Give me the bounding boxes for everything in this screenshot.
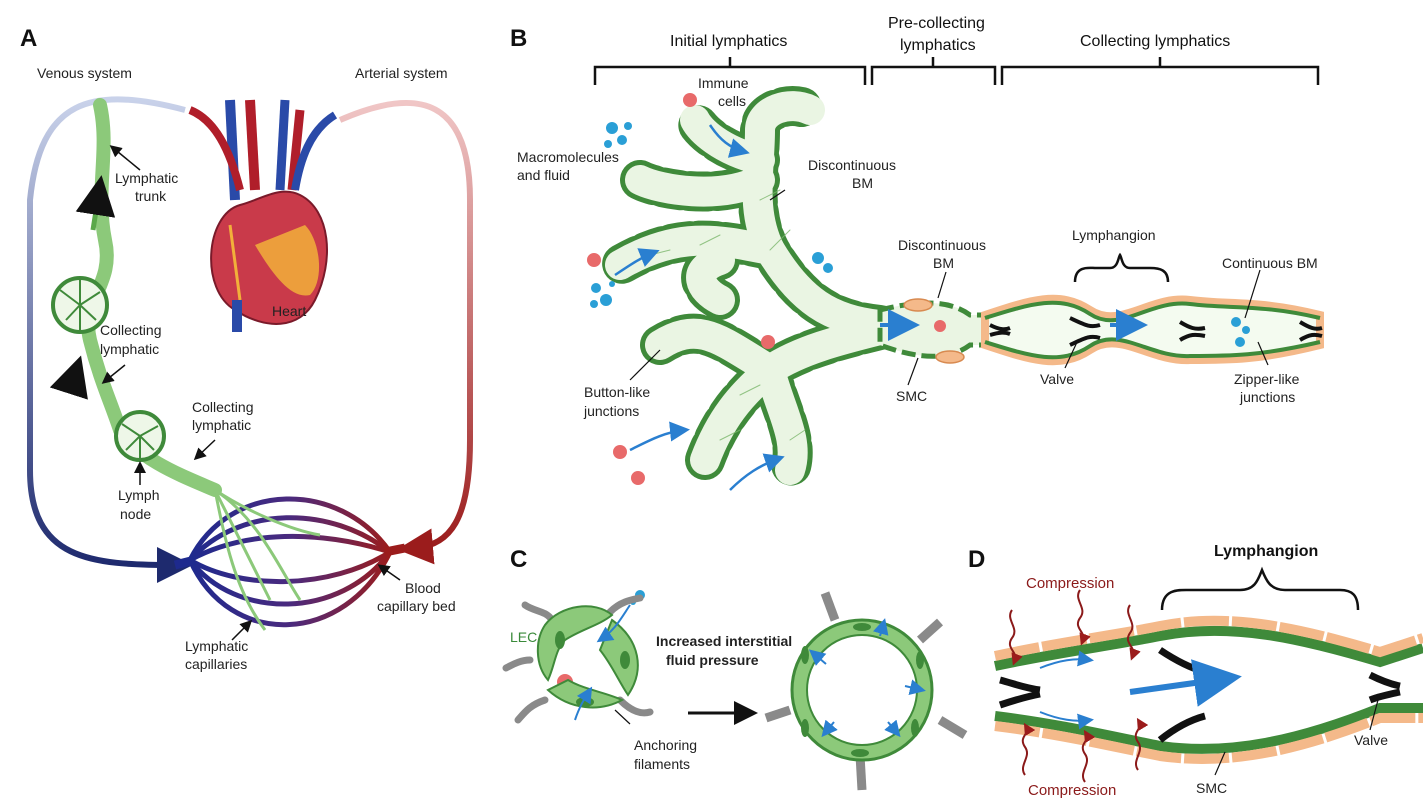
lymphangion-brace-d	[1160, 566, 1360, 611]
continuous-bm-label: Continuous BM	[1222, 255, 1318, 271]
valve-label-d: Valve	[1354, 732, 1388, 748]
lymphatic-capillaries	[213, 488, 321, 631]
valve-label-b: Valve	[1040, 371, 1074, 387]
pre-collecting-vessel	[877, 298, 993, 364]
panel-label-b: B	[510, 25, 527, 52]
panel-b-leaders	[629, 189, 1269, 386]
lymphangion-vessel	[993, 615, 1423, 764]
compression-label-bottom: Compression	[1028, 782, 1116, 799]
panel-label-c: C	[510, 546, 527, 573]
panel-label-a: A	[20, 25, 37, 52]
pre-collecting-bracket	[870, 65, 997, 85]
smc-label-b: SMC	[896, 388, 927, 404]
compression-label-top: Compression	[1026, 575, 1114, 592]
panel-d: D Lymphangion Compression	[968, 543, 1423, 799]
lymph-flow-arrow-2	[49, 355, 88, 400]
panel-a: A Venous system Arterial system Heart	[20, 25, 473, 672]
lymph-node-lower	[114, 410, 166, 462]
collecting-lymphatics-bracket	[1000, 65, 1320, 85]
collapsed-capillary	[502, 594, 654, 724]
heart-illustration: Heart	[188, 99, 338, 332]
collecting-vessel	[981, 294, 1324, 366]
arterial-system-label: Arterial system	[355, 65, 448, 81]
arterial-supply-arrow	[338, 99, 473, 565]
heart-label: Heart	[272, 303, 306, 319]
lymphangion-brace-b	[1073, 252, 1170, 283]
initial-lymphatics-header: Initial lymphatics	[670, 33, 787, 50]
blood-capillary-bed	[173, 496, 406, 628]
lymph-flow-arrow-1	[75, 175, 116, 231]
lymph-node-upper	[51, 276, 109, 334]
compression-arrows-top	[1008, 589, 1141, 666]
collecting-lymphatics-header: Collecting lymphatics	[1080, 33, 1230, 50]
initial-lymphatic-network	[600, 86, 900, 490]
venous-system-label: Venous system	[37, 65, 132, 81]
lymphangion-label-b: Lymphangion	[1072, 227, 1156, 243]
open-capillary	[764, 591, 968, 791]
smc-label-d: SMC	[1196, 780, 1227, 796]
flow-arrows-initial	[614, 124, 785, 491]
lymphangion-label-d: Lymphangion	[1214, 543, 1318, 560]
venous-return-arrow	[27, 96, 193, 583]
lec-label: LEC	[510, 629, 537, 645]
compression-arrows-bottom	[1021, 717, 1149, 783]
panel-label-d: D	[968, 546, 985, 573]
